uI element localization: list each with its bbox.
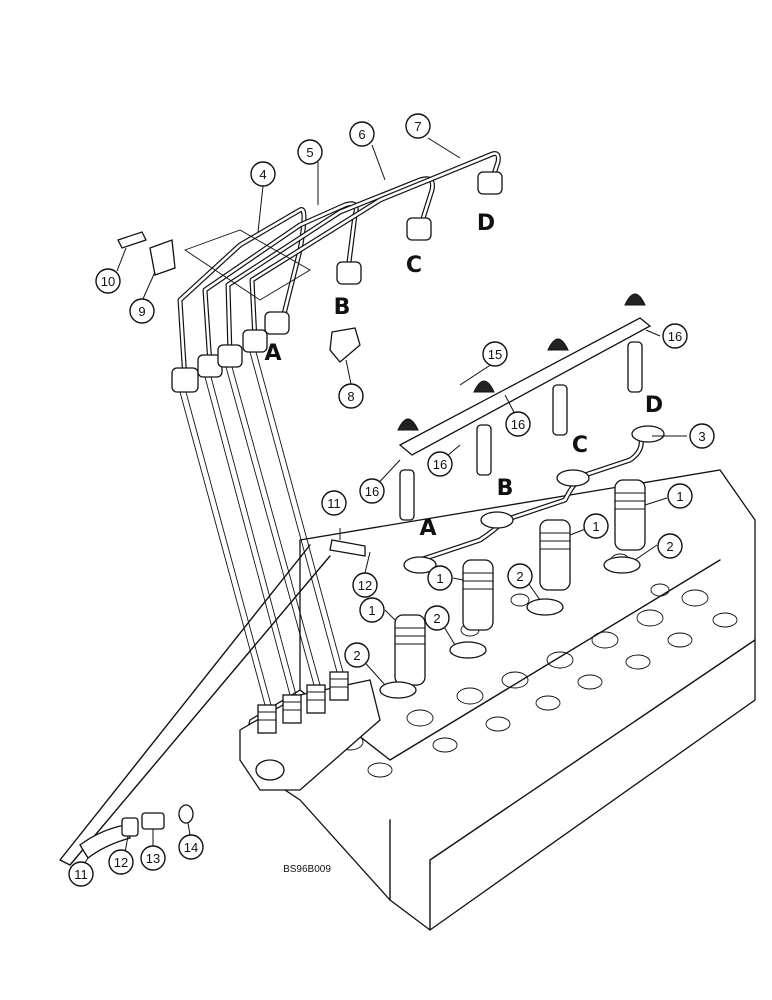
svg-text:12: 12 [114, 855, 128, 870]
callout-2-b: 2 [424, 605, 450, 631]
svg-text:1: 1 [436, 571, 443, 586]
callout-1-b: 1 [427, 565, 453, 591]
svg-text:12: 12 [358, 578, 372, 593]
assembly-letters: A B C D A B C D [264, 211, 663, 541]
svg-text:14: 14 [184, 840, 198, 855]
svg-text:7: 7 [414, 119, 421, 134]
callout-3: 3 [689, 423, 715, 449]
injector-letter-a: A [419, 516, 436, 541]
return-hose [59, 544, 331, 866]
leak-off-rail [397, 293, 652, 521]
svg-text:2: 2 [516, 569, 523, 584]
callout-15: 15 [482, 341, 508, 367]
svg-text:6: 6 [358, 127, 365, 142]
pipe-letter-b: B [334, 295, 351, 320]
callout-16-c: 16 [427, 451, 453, 477]
callout-12-top: 12 [352, 572, 378, 598]
callout-10: 10 [95, 268, 121, 294]
svg-text:11: 11 [74, 867, 88, 882]
callout-2-d: 2 [657, 533, 683, 559]
svg-text:10: 10 [101, 274, 115, 289]
callout-16-d: 16 [359, 478, 385, 504]
svg-text:13: 13 [146, 851, 160, 866]
svg-text:16: 16 [365, 484, 379, 499]
callout-2-c: 2 [507, 563, 533, 589]
leader-lines [80, 137, 687, 870]
svg-text:2: 2 [433, 611, 440, 626]
callout-6: 6 [349, 121, 375, 147]
delivery-pipes [117, 151, 503, 706]
callout-1-c: 1 [583, 513, 609, 539]
svg-text:5: 5 [306, 145, 313, 160]
svg-text:9: 9 [138, 304, 145, 319]
svg-text:1: 1 [592, 519, 599, 534]
injector-letter-c: C [572, 433, 588, 458]
callout-14: 14 [178, 834, 204, 860]
svg-text:2: 2 [666, 539, 673, 554]
svg-text:8: 8 [347, 389, 354, 404]
callout-4: 4 [250, 161, 276, 187]
callout-1-a: 1 [359, 597, 385, 623]
callout-2-a: 2 [344, 642, 370, 668]
injectors [329, 425, 665, 699]
callout-7: 7 [405, 113, 431, 139]
svg-text:16: 16 [668, 329, 682, 344]
pipe-letter-a: A [264, 341, 281, 366]
svg-text:1: 1 [368, 603, 375, 618]
callout-8: 8 [338, 383, 364, 409]
callout-1-d: 1 [667, 483, 693, 509]
callout-12-bottom: 12 [108, 849, 134, 875]
part-callouts: 4 5 6 7 10 9 8 15 16 16 16 16 3 1 1 1 1 … [68, 113, 715, 887]
svg-text:2: 2 [353, 648, 360, 663]
svg-text:1: 1 [676, 489, 683, 504]
pipe-letter-c: C [406, 253, 422, 278]
callout-9: 9 [129, 298, 155, 324]
injector-letter-d: D [645, 393, 663, 418]
svg-text:15: 15 [488, 347, 502, 362]
svg-text:3: 3 [698, 429, 705, 444]
svg-text:11: 11 [327, 496, 341, 511]
callout-5: 5 [297, 139, 323, 165]
callout-13: 13 [140, 845, 166, 871]
callout-11-top: 11 [321, 490, 347, 516]
svg-text:4: 4 [259, 167, 266, 182]
pipe-letter-d: D [477, 211, 495, 236]
svg-text:16: 16 [433, 457, 447, 472]
drawing-code: BS96B009 [283, 864, 331, 875]
injector-letter-b: B [497, 476, 514, 501]
svg-text:16: 16 [511, 417, 525, 432]
callout-11-bottom: 11 [68, 861, 94, 887]
callout-16-a: 16 [662, 323, 688, 349]
callout-16-b: 16 [505, 411, 531, 437]
